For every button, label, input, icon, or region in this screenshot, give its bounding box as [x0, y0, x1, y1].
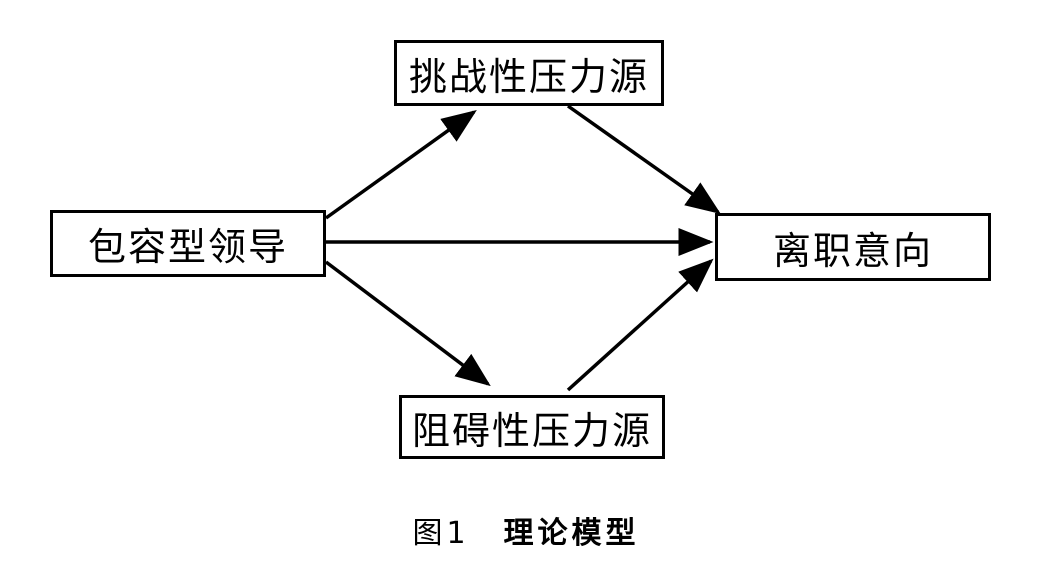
node-challenge-stressor: 挑战性压力源 [394, 40, 664, 106]
figure-title: 理论模型 [503, 516, 640, 551]
arrow-hindrance-to-turnover [566, 258, 714, 392]
arrow-leader-to-hindrance [324, 260, 491, 387]
node-hindrance-stressor: 阻碍性压力源 [399, 395, 665, 459]
node-turnover-label: 离职意向 [772, 228, 933, 273]
arrow-leader-to-challenge [324, 109, 477, 220]
figure-caption: 图1 理论模型 [0, 508, 1052, 552]
node-challenge-label: 挑战性压力源 [408, 54, 649, 99]
figure-number: 图1 [412, 516, 470, 551]
node-hindrance-label: 阻碍性压力源 [411, 408, 652, 453]
node-inclusive-leadership: 包容型领导 [50, 210, 326, 277]
node-leader-label: 包容型领导 [87, 225, 288, 269]
node-turnover-intention: 离职意向 [715, 213, 991, 281]
arrow-challenge-to-turnover [566, 104, 721, 215]
